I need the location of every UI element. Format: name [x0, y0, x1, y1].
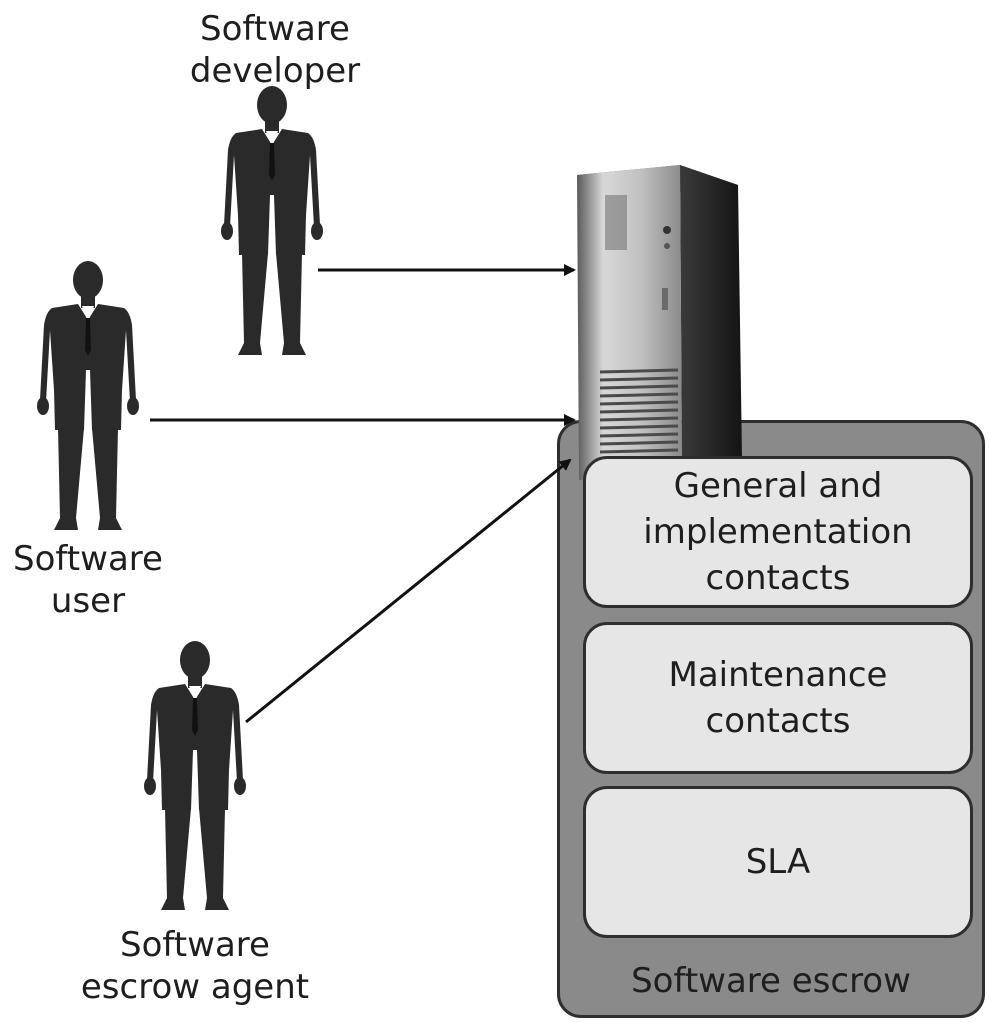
- user-silhouette-icon: [37, 261, 139, 530]
- developer-label-line-2: developer: [189, 51, 361, 91]
- box-2-line-2: contacts: [705, 701, 851, 741]
- box-3-line-1: SLA: [745, 842, 811, 882]
- box-2-line-1: Maintenance: [668, 655, 888, 695]
- agent-label-line-2: escrow agent: [80, 967, 310, 1007]
- box-1-line-3: contacts: [705, 558, 851, 598]
- developer-label-line-1: Software: [200, 9, 350, 49]
- sla-box: SLA: [583, 786, 973, 938]
- developer-label: Software developer: [175, 8, 375, 92]
- box-1-line-2: implementation: [643, 512, 913, 552]
- server-tower-icon: [577, 165, 742, 480]
- agent-label: Software escrow agent: [60, 924, 330, 1008]
- box-1-line-1: General and: [673, 466, 883, 506]
- developer-silhouette-icon: [221, 86, 323, 355]
- user-label: Software user: [0, 538, 188, 622]
- software-escrow-caption: Software escrow: [631, 961, 911, 1001]
- user-label-line-1: Software: [13, 539, 163, 579]
- user-label-line-2: user: [50, 581, 126, 621]
- agent-arrow: [245, 458, 572, 724]
- agent-silhouette-icon: [144, 641, 246, 910]
- general-implementation-contacts-box: General and implementation contacts: [583, 456, 973, 608]
- maintenance-contacts-box: Maintenance contacts: [583, 622, 973, 774]
- agent-label-line-1: Software: [120, 925, 270, 965]
